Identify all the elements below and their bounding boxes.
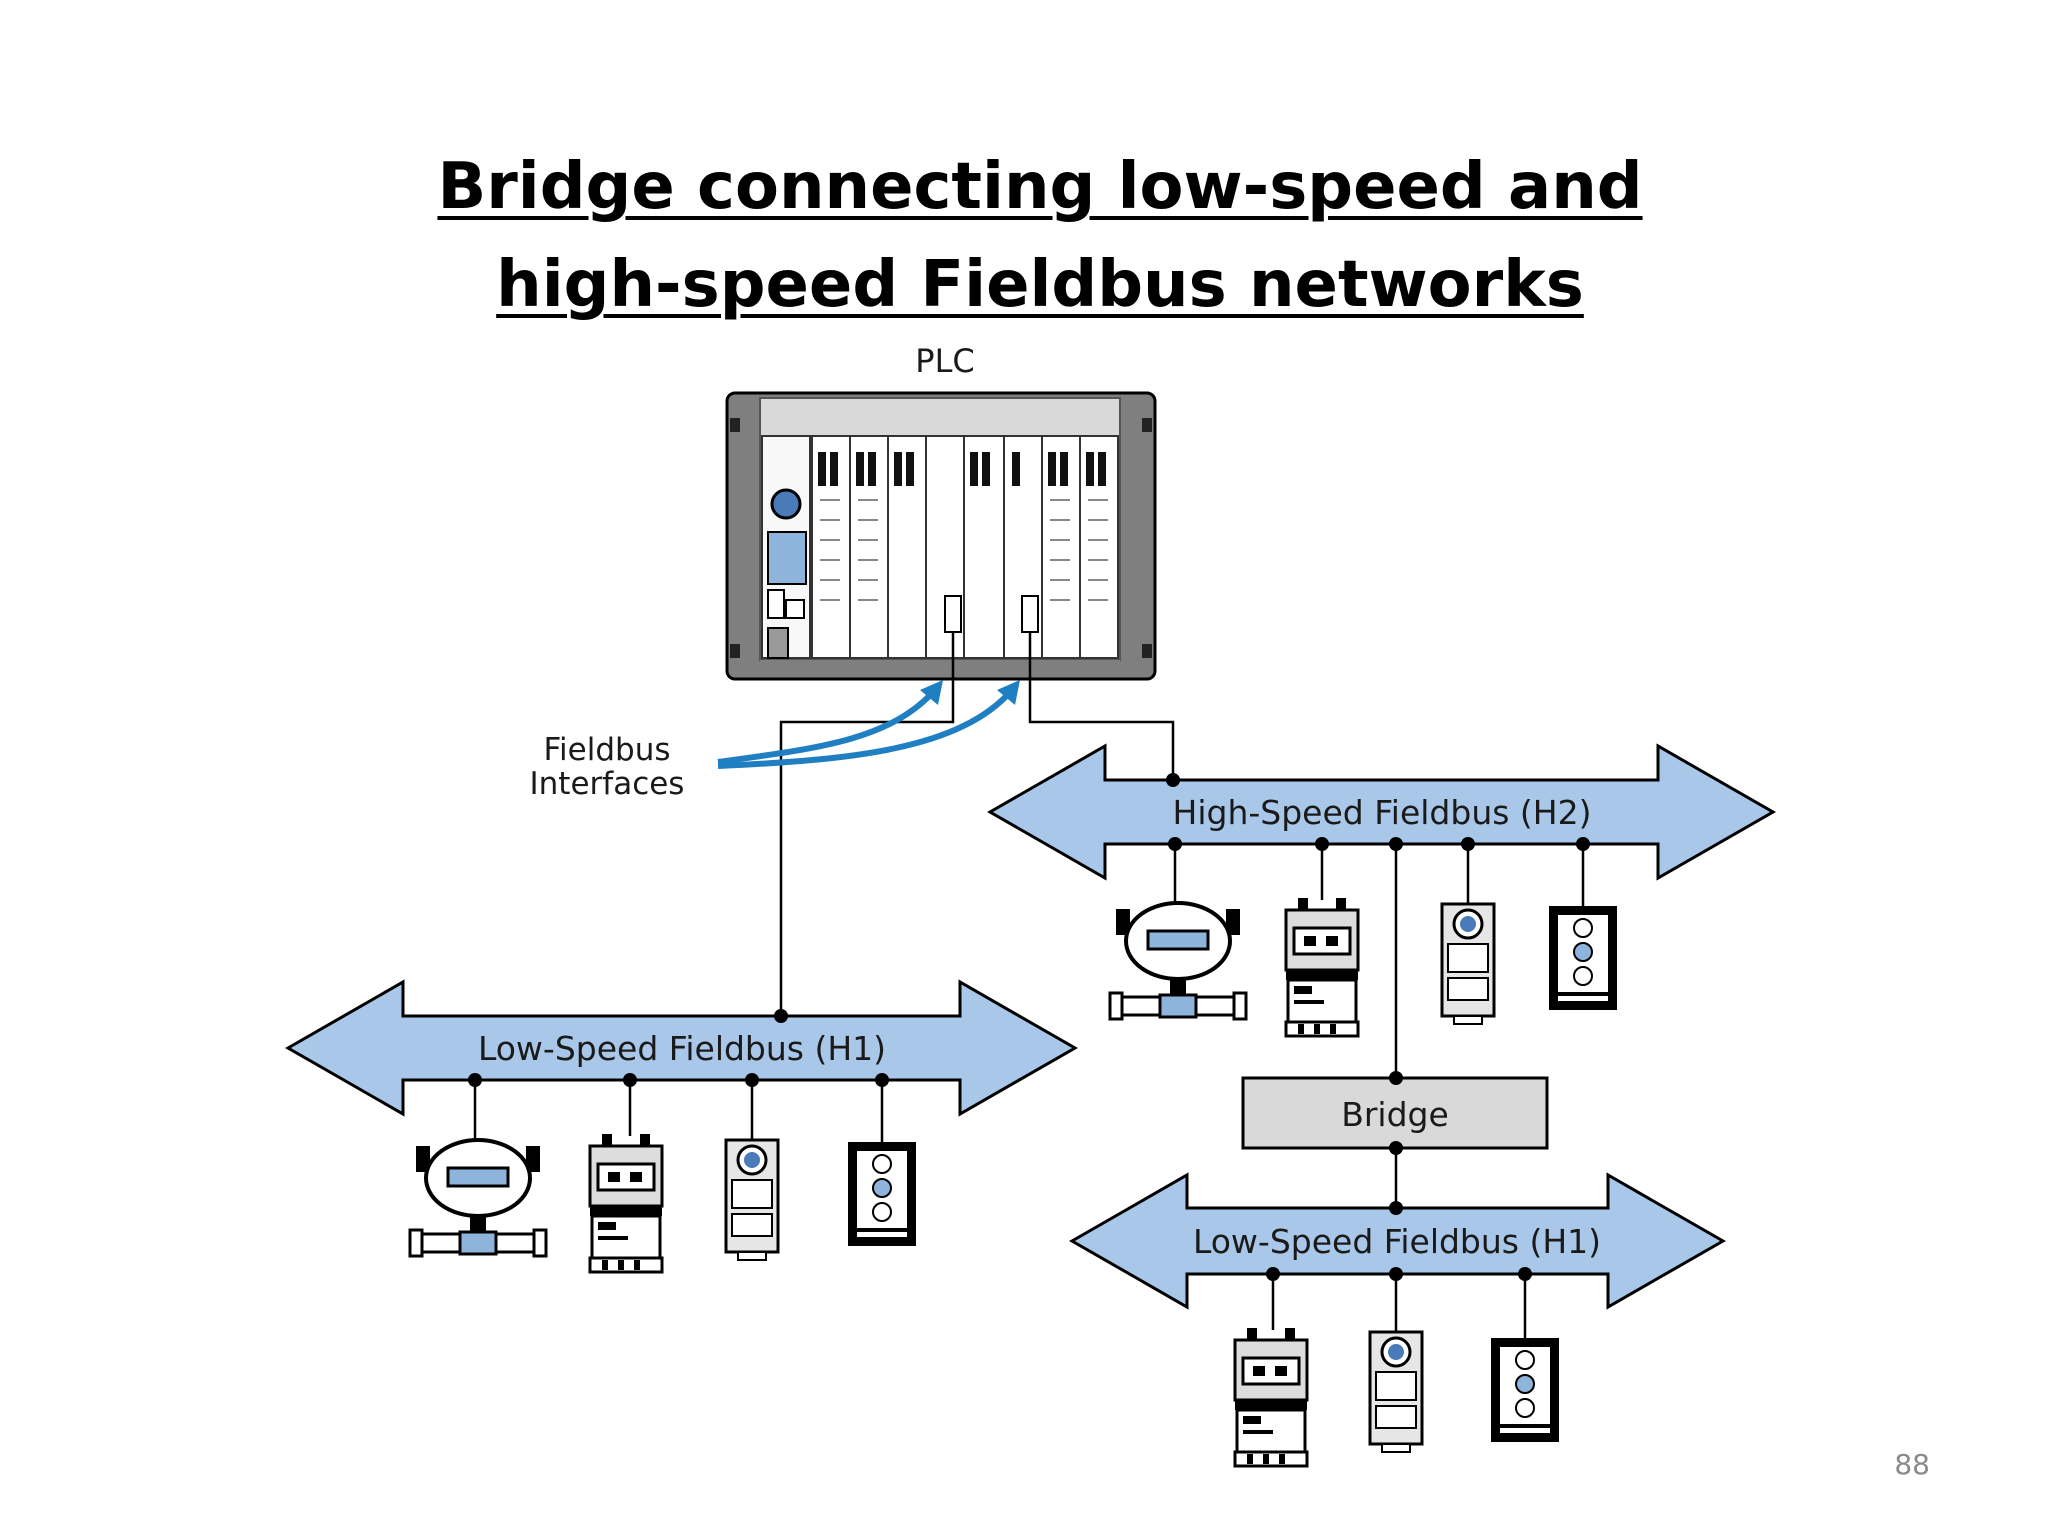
fieldbus-interfaces-label-1: Fieldbus xyxy=(543,732,670,768)
low-speed-bus-right-label: Low-Speed Fieldbus (H1) xyxy=(1193,1222,1601,1261)
valve-positioner-device xyxy=(724,1138,780,1262)
device-drops xyxy=(473,844,1585,1338)
slide-number: 88 xyxy=(1894,1448,1930,1481)
low-speed-bus-right-arrow xyxy=(1068,1172,1727,1310)
pressure-transmitter-device xyxy=(588,1132,664,1274)
plc-rack xyxy=(725,391,1157,681)
fieldbus-interface-2 xyxy=(1021,595,1039,633)
low-speed-bus-left-label: Low-Speed Fieldbus (H1) xyxy=(478,1029,886,1068)
title-line-2: high-speed Fieldbus networks xyxy=(496,248,1584,322)
flow-meter-device xyxy=(1108,901,1248,1021)
flow-meter-device xyxy=(408,1138,548,1258)
bridge-label: Bridge xyxy=(1341,1095,1449,1134)
title-line-1: Bridge connecting low-speed and xyxy=(437,150,1643,224)
high-speed-bus-arrow xyxy=(986,743,1777,881)
fieldbus-interfaces-arrows xyxy=(717,687,1015,769)
slide-title: Bridge connecting low-speed and high-spe… xyxy=(0,138,2048,334)
pressure-transmitter-device xyxy=(1284,896,1360,1038)
fieldbus-interface-1 xyxy=(944,595,962,633)
low-speed-bus-left-arrow xyxy=(284,979,1079,1117)
plc-label: PLC xyxy=(915,342,974,380)
panel-device xyxy=(1490,1337,1560,1443)
fieldbus-interfaces-label-2: Interfaces xyxy=(530,766,685,802)
valve-positioner-device xyxy=(1440,902,1496,1026)
high-speed-bus-label: High-Speed Fieldbus (H2) xyxy=(1173,793,1592,832)
pressure-transmitter-device xyxy=(1233,1326,1309,1468)
valve-positioner-device xyxy=(1368,1330,1424,1454)
panel-device xyxy=(847,1141,917,1247)
arrow-head-1 xyxy=(920,680,943,705)
arrow-head-2 xyxy=(997,680,1020,705)
plc-wires xyxy=(779,632,1398,1222)
panel-device xyxy=(1548,905,1618,1011)
